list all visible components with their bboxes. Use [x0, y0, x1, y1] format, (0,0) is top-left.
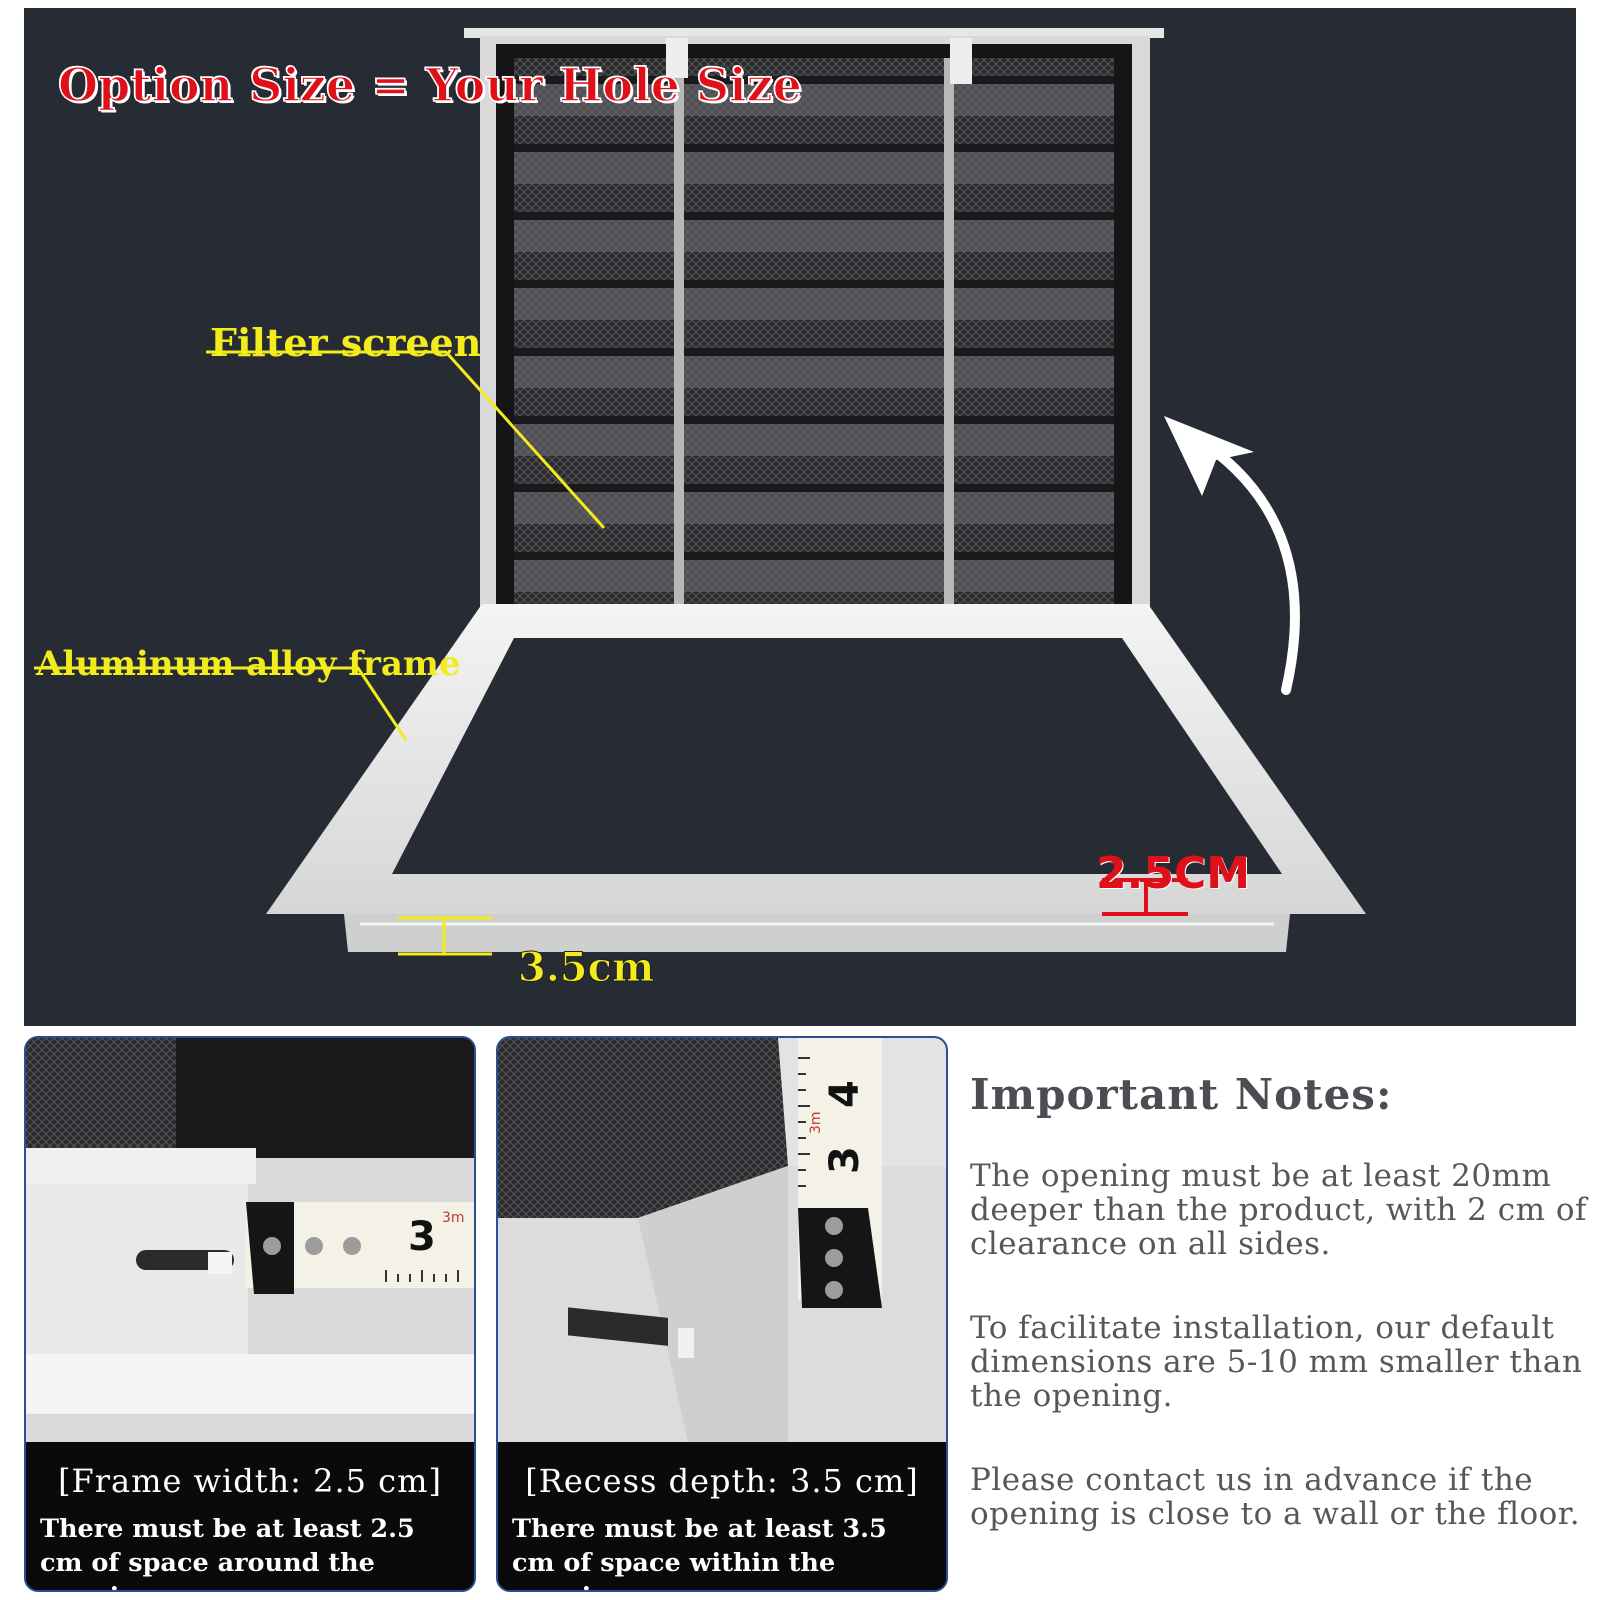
access-panel-illustration [34, 28, 1366, 956]
tape-unit: 3m [808, 1111, 824, 1134]
recess-depth-card: 4 3 3m [Recess depth: 3.5 cm] There must… [496, 1036, 948, 1592]
tape-digit-four: 4 [822, 1080, 868, 1108]
open-direction-arrow-icon [1164, 416, 1300, 695]
recess-depth-marker [398, 916, 492, 956]
frame-width-card: 3 3m [Frame width: 2.5 cm] There must be… [24, 1036, 476, 1592]
frame-leader-line [34, 666, 408, 741]
filter-screen-label: Filter screen [210, 320, 482, 365]
note-contact-advance: Please contact us in advance if the open… [970, 1462, 1581, 1532]
note-depth-clearance: The opening must be at least 20mm deeper… [970, 1158, 1587, 1262]
lid-spring-left [674, 58, 684, 668]
lid-panel [464, 28, 1164, 686]
frame-width-description: There must be at least 2.5 cm of space a… [40, 1514, 415, 1590]
frame-width-caption: [Frame width: 2.5 cm] There must be at l… [26, 1442, 474, 1590]
recess-depth-caption: [Recess depth: 3.5 cm] There must be at … [498, 1442, 946, 1590]
important-notes: Important Notes: The opening must be at … [970, 1070, 1590, 1581]
lid-spring-right [944, 58, 954, 668]
frame-width-marker [1102, 878, 1188, 916]
recess-depth-photo: 4 3 3m [498, 1038, 946, 1442]
notes-heading: Important Notes: [970, 1070, 1393, 1119]
tape-digit-three: 3 [822, 1146, 868, 1174]
filter-screen [514, 58, 1114, 668]
frame-label: Aluminum alloy frame [36, 644, 461, 684]
hero-product-image: Option Size = Your Hole Size Filter scre… [24, 8, 1576, 1026]
tape-unit: 3m [442, 1210, 465, 1226]
note-default-dimensions: To facilitate installation, our default … [970, 1310, 1583, 1414]
frame-width-title: [Frame width: 2.5 cm] [58, 1462, 442, 1500]
frame-width-label: 2.5CM [1096, 848, 1251, 899]
frame-width-photo: 3 3m [26, 1038, 474, 1442]
recess-depth-label: 3.5cm [517, 944, 655, 992]
headline: Option Size = Your Hole Size [57, 57, 802, 113]
tape-digit: 3 [408, 1214, 436, 1260]
filter-leader-line [206, 350, 606, 530]
recess-depth-title: [Recess depth: 3.5 cm] [525, 1462, 919, 1500]
recess-depth-description: There must be at least 3.5 cm of space w… [512, 1514, 887, 1590]
aluminum-frame [266, 604, 1366, 952]
